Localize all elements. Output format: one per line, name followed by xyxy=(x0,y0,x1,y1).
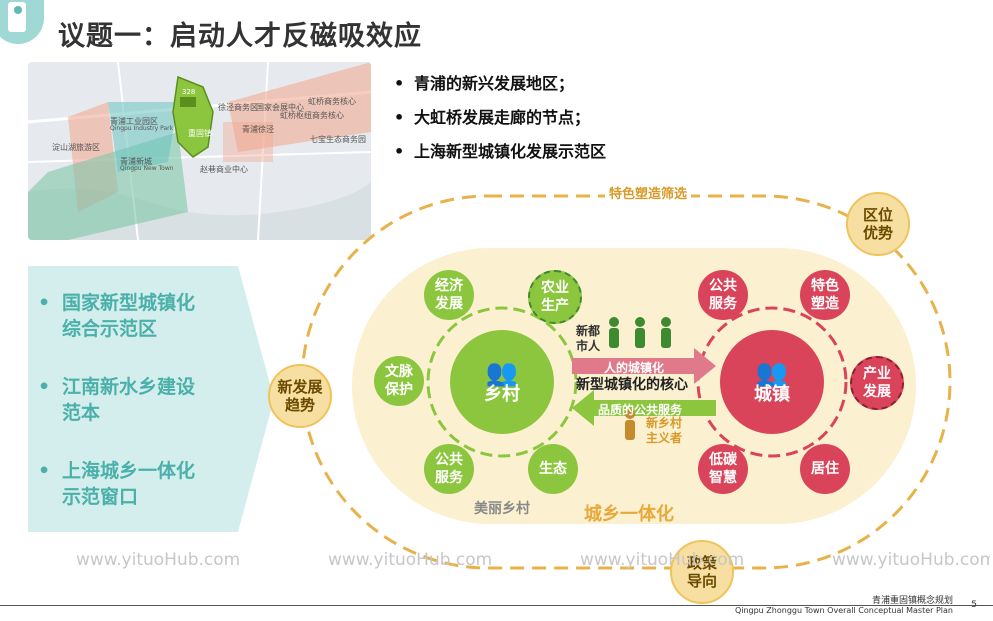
flow-arrow-bottom-label: 品质的公共服务 xyxy=(598,403,683,417)
rural-node: 农业 生产 xyxy=(528,270,582,324)
new-ruralist-label: 新乡村 主义者 xyxy=(646,416,683,445)
rural-node: 公共 服务 xyxy=(424,444,474,494)
rural-caption: 美丽乡村 xyxy=(474,501,530,517)
integration-label: 城乡一体化 xyxy=(584,504,674,525)
urban-node: 产业 发展 xyxy=(850,356,904,410)
rural-node: 经济 发展 xyxy=(424,270,474,320)
map-label: Qingpu New Town xyxy=(120,165,174,172)
watermark: www.yituoHub.com xyxy=(832,550,990,570)
map-label: 青浦徐泾 xyxy=(242,125,274,134)
urban-node: 公共 服务 xyxy=(698,270,748,320)
panel-item: •国家新型城镇化 综合示范区 xyxy=(38,292,196,340)
top-label: 特色塑造筛选 xyxy=(605,183,692,202)
footer-title-cn: 青浦重固镇概念规划 xyxy=(871,596,953,606)
flow-arrow-top-label: 人的城镇化 xyxy=(604,361,665,375)
location-map: 青浦工业园区 Qingpu Industry Park 淀山湖旅游区 青浦新城 … xyxy=(28,62,371,240)
new-urbanite-label: 新都 市人 xyxy=(576,324,601,353)
map-label: 重固镇 xyxy=(188,129,212,138)
policy-circle: 政策 导向 xyxy=(670,540,734,604)
map-road-label: 328 xyxy=(182,88,196,96)
flow-center-label: 新型城镇化的核心 xyxy=(576,377,688,393)
map-label: 徐泾商务区 xyxy=(218,103,258,112)
watermark: www.yituoHub.com xyxy=(580,550,745,570)
rural-label: 乡村 xyxy=(484,384,520,405)
map-label: 国家会展中心 xyxy=(256,103,304,112)
rural-core-circle: 👥 乡村 xyxy=(450,330,554,434)
key-points-list: •青浦的新兴发展地区； •大虹桥发展走廊的节点； •上海新型城镇化发展示范区 xyxy=(394,70,606,172)
people-icon: 👥 xyxy=(485,358,519,388)
watermark: www.yituoHub.com xyxy=(76,550,241,570)
logo-dot xyxy=(14,6,22,14)
footer-title-en: Qingpu Zhonggu Town Overall Conceptual M… xyxy=(734,606,953,615)
footer-divider xyxy=(0,605,993,606)
panel-item: •上海城乡一体化 示范窗口 xyxy=(38,460,196,508)
key-point: •大虹桥发展走廊的节点； xyxy=(394,108,591,127)
urban-label: 城镇 xyxy=(754,384,790,405)
map-label: Qingpu Industry Park xyxy=(110,125,174,132)
rural-node: 生态 xyxy=(528,444,578,494)
map-label: 虹桥商务核心 xyxy=(308,97,356,106)
map-label: 淀山湖旅游区 xyxy=(52,143,100,152)
page-number: 5 xyxy=(971,600,977,610)
key-point: •青浦的新兴发展地区； xyxy=(394,74,575,93)
urban-node: 特色 塑造 xyxy=(800,270,850,320)
map-graphic xyxy=(28,62,371,240)
urban-node: 低碳 智慧 xyxy=(698,444,748,494)
location-advantage-circle: 区位 优势 xyxy=(846,192,910,256)
urban-core-circle: 👥 城镇 xyxy=(720,330,824,434)
map-label: 虹桥枢纽商务核心 xyxy=(280,111,344,120)
key-point: •上海新型城镇化发展示范区 xyxy=(394,142,607,161)
map-label: 青浦新城 xyxy=(120,157,152,166)
people-icon: 👥 xyxy=(755,358,789,388)
map-label: 青浦工业园区 xyxy=(110,117,158,126)
urban-node: 居住 xyxy=(800,444,850,494)
rural-node: 文脉 保护 xyxy=(374,356,424,406)
panel-item: •江南新水乡建设 范本 xyxy=(38,376,196,424)
map-label: 赵巷商业中心 xyxy=(200,165,248,174)
left-panel: •国家新型城镇化 综合示范区 •江南新水乡建设 范本 •上海城乡一体化 示范窗口 xyxy=(28,266,238,532)
map-label: 七宝生态商务园 xyxy=(310,135,366,144)
watermark: www.yituoHub.com xyxy=(328,550,493,570)
new-trend-circle: 新发展 趋势 xyxy=(268,364,332,428)
page-title: 议题一：启动人才反磁吸效应 xyxy=(58,21,422,52)
